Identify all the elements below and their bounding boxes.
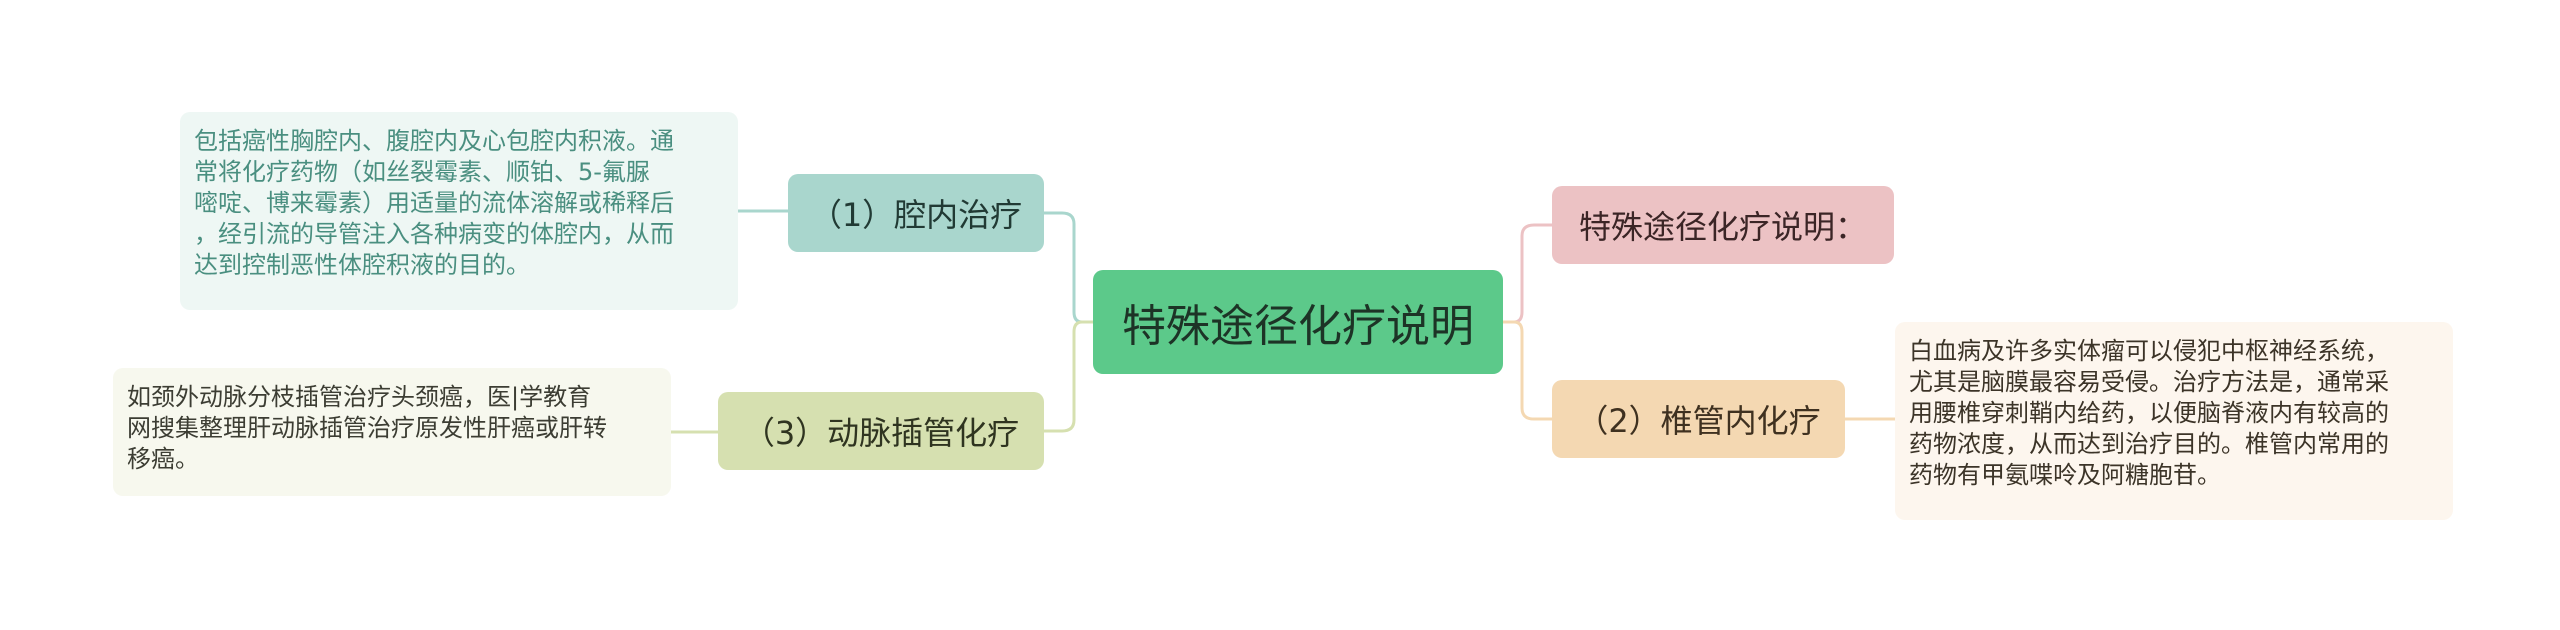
- link-center-to-b3: [1044, 320, 1093, 433]
- note-arterial-catheter-chemo[interactable]: 如颈外动脉分枝插管治疗头颈癌，医|学教育 网搜集整理肝动脉插管治疗原发性肝癌或肝…: [113, 368, 671, 496]
- link-center-to-b1: [1044, 211, 1093, 324]
- link-center-to-b0: [1503, 223, 1552, 324]
- note-intrathecal-chemo[interactable]: 白血病及许多实体瘤可以侵犯中枢神经系统， 尤其是脑膜最容易受侵。治疗方法是，通常…: [1895, 322, 2453, 520]
- note-intracavitary-therapy[interactable]: 包括癌性胸腔内、腹腔内及心包腔内积液。通 常将化疗药物（如丝裂霉素、顺铂、5-氟…: [180, 112, 738, 310]
- branch-special-route-note[interactable]: 特殊途径化疗说明：: [1552, 186, 1894, 264]
- branch-intracavitary-therapy[interactable]: （1）腔内治疗: [788, 174, 1044, 252]
- branch-arterial-catheter-chemo[interactable]: （3）动脉插管化疗: [718, 392, 1044, 470]
- branch-intrathecal-chemo[interactable]: （2）椎管内化疗: [1552, 380, 1845, 458]
- link-center-to-b2: [1503, 320, 1552, 421]
- central-topic[interactable]: 特殊途径化疗说明: [1093, 270, 1503, 374]
